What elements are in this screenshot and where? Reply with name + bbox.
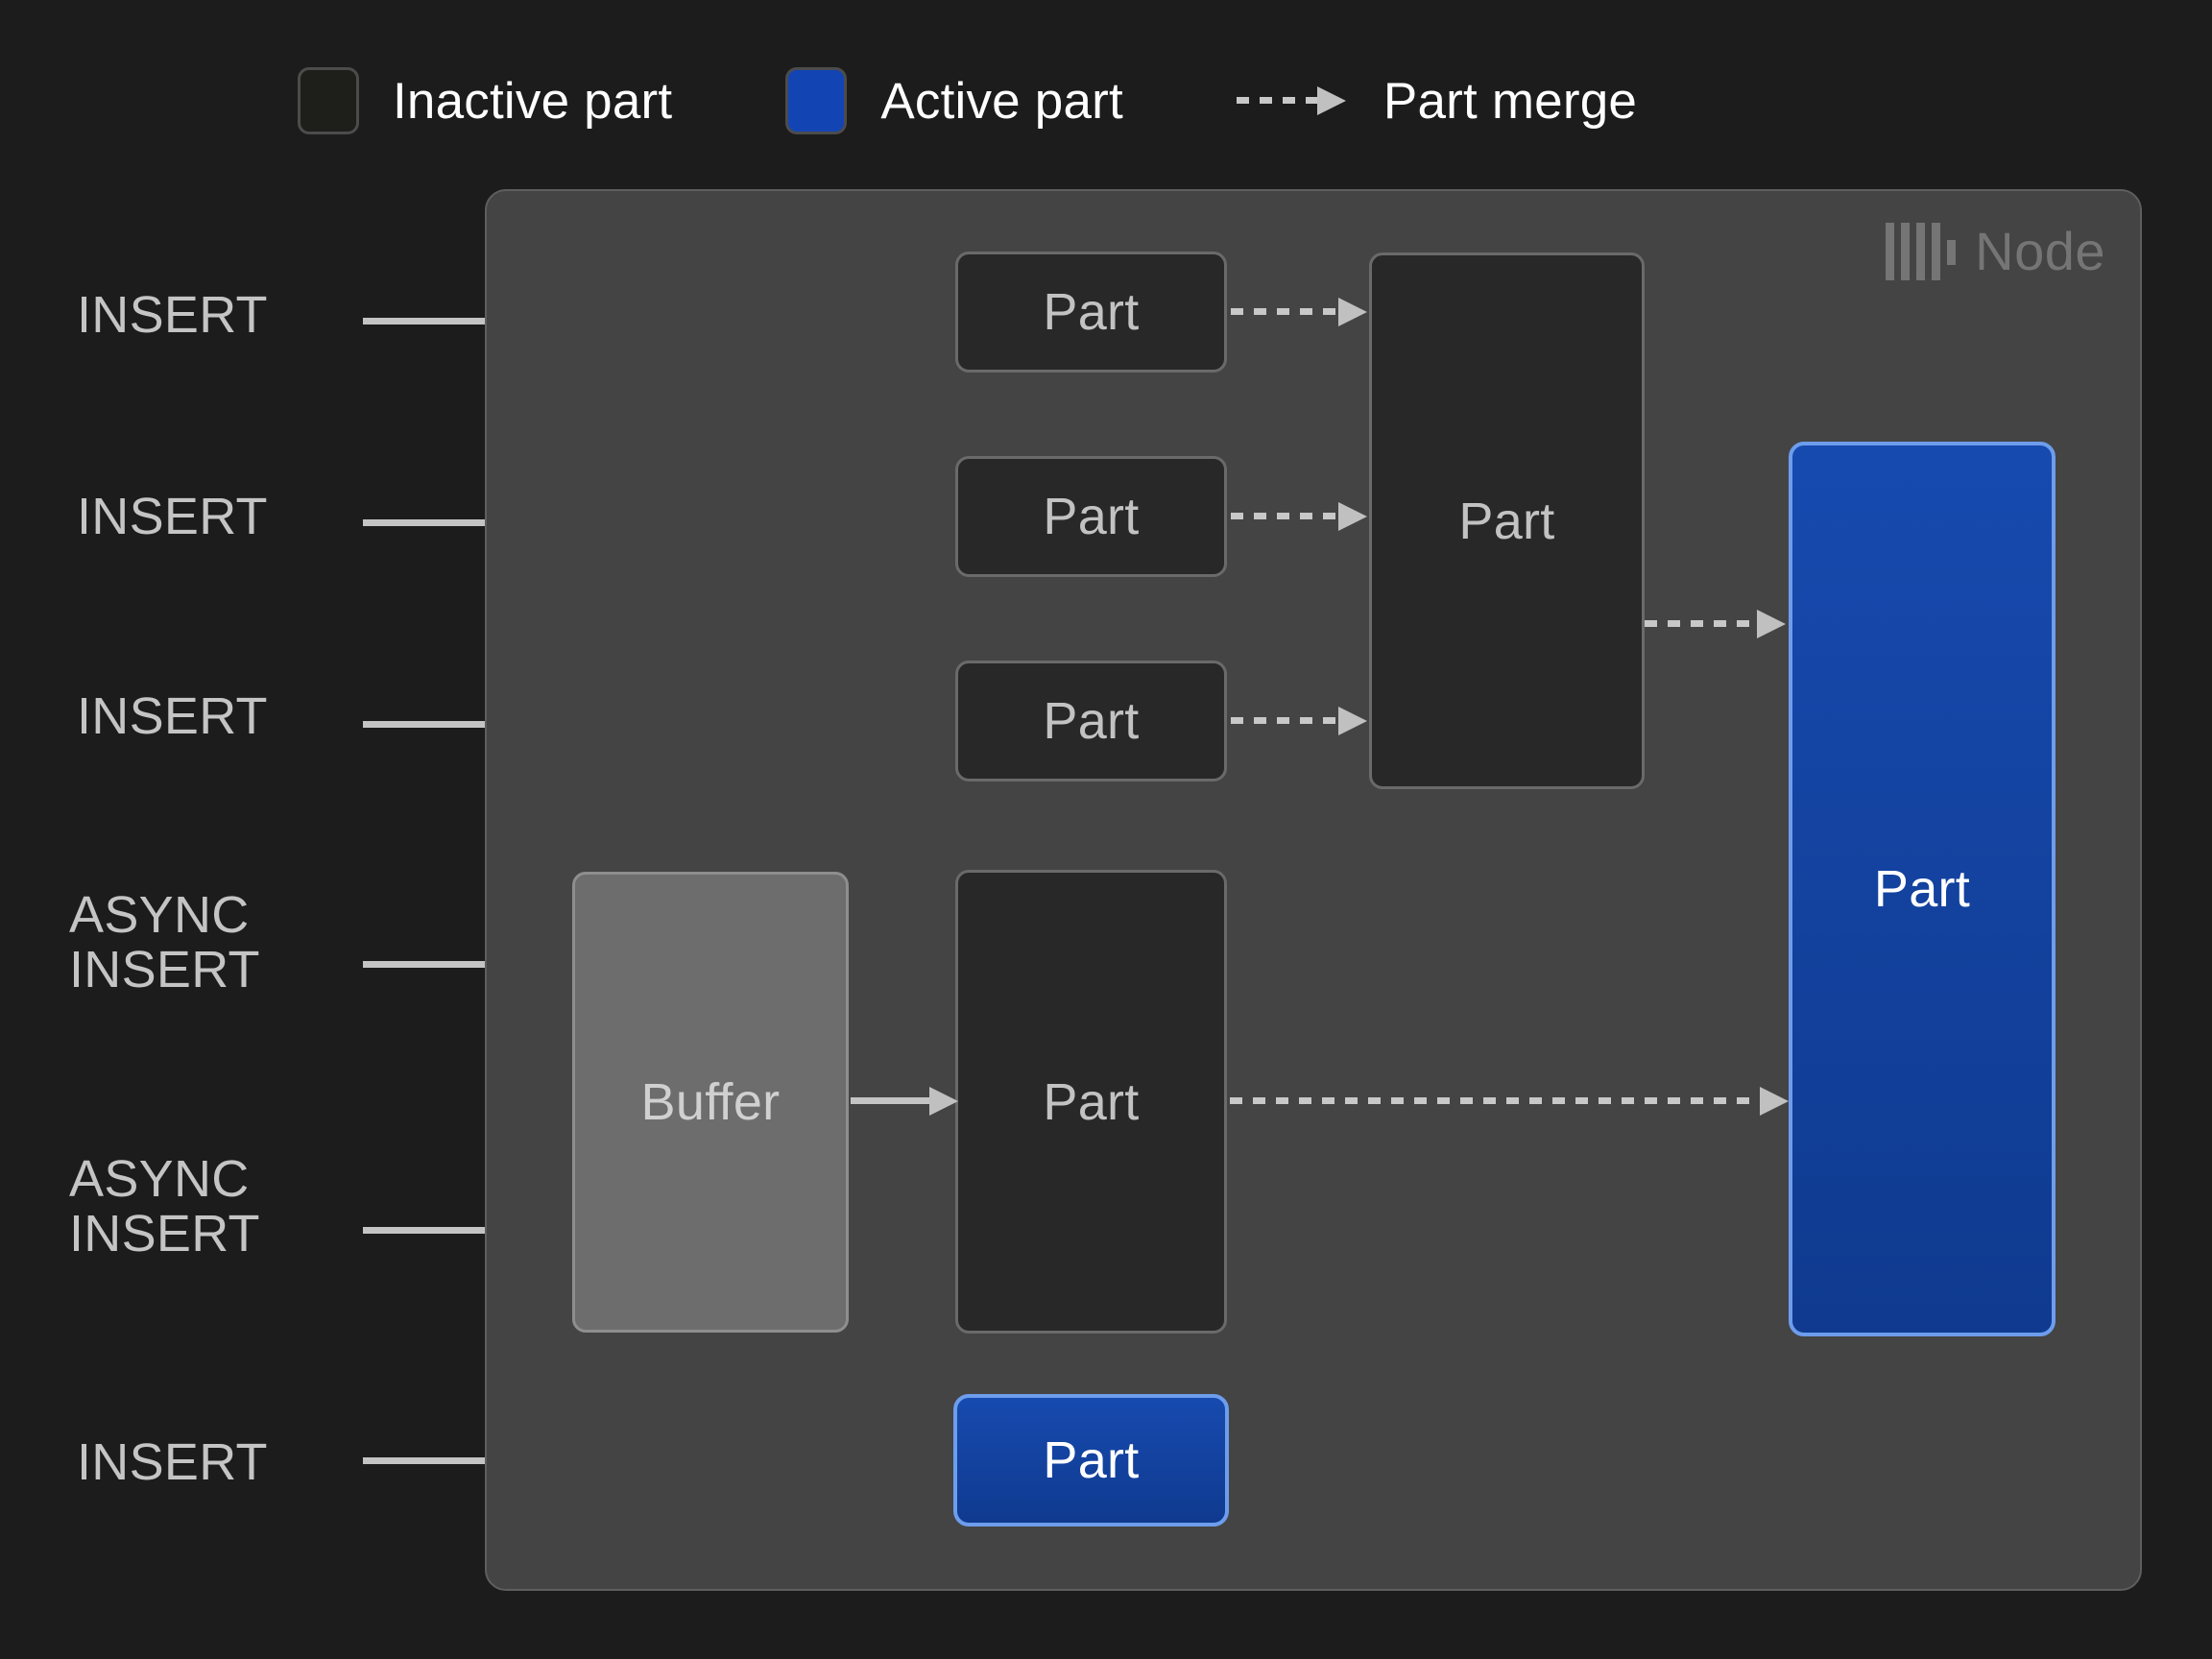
part-box-from-buffer[interactable]: Part	[955, 870, 1227, 1334]
part-box-row-3[interactable]: Part	[955, 661, 1227, 781]
source-label-insert-1: INSERT	[77, 286, 268, 344]
inactive-part-swatch-icon	[298, 67, 359, 134]
legend-label-active-part: Active part	[880, 72, 1123, 130]
node-title: Node	[1886, 220, 2105, 282]
source-label-insert-3: INSERT	[77, 687, 268, 745]
clickhouse-logo-icon	[1886, 222, 1957, 280]
legend-label-inactive-part: Inactive part	[393, 72, 673, 130]
dashed-arrow-icon	[1236, 86, 1350, 115]
buffer-box[interactable]: Buffer	[572, 872, 849, 1333]
active-part-swatch-icon	[785, 67, 848, 134]
source-label-async-insert-1: ASYNC INSERT	[69, 886, 260, 998]
legend: Inactive part Active part Part merge	[298, 53, 1637, 149]
legend-item-active-part: Active part	[785, 67, 1123, 134]
source-label-async-insert-2: ASYNC INSERT	[69, 1150, 260, 1262]
source-label-insert-4: INSERT	[77, 1433, 268, 1491]
node-title-label: Node	[1975, 221, 2105, 281]
legend-item-part-merge: Part merge	[1236, 72, 1638, 131]
part-box-row-1[interactable]: Part	[955, 252, 1227, 373]
part-box-row-2[interactable]: Part	[955, 456, 1227, 577]
part-box-merged-top[interactable]: Part	[1369, 252, 1645, 789]
part-box-final-active[interactable]: Part	[1789, 442, 2056, 1336]
legend-item-inactive-part: Inactive part	[298, 67, 672, 134]
source-label-insert-2: INSERT	[77, 488, 268, 545]
part-box-direct-active[interactable]: Part	[953, 1394, 1229, 1527]
legend-label-part-merge: Part merge	[1382, 72, 1638, 130]
